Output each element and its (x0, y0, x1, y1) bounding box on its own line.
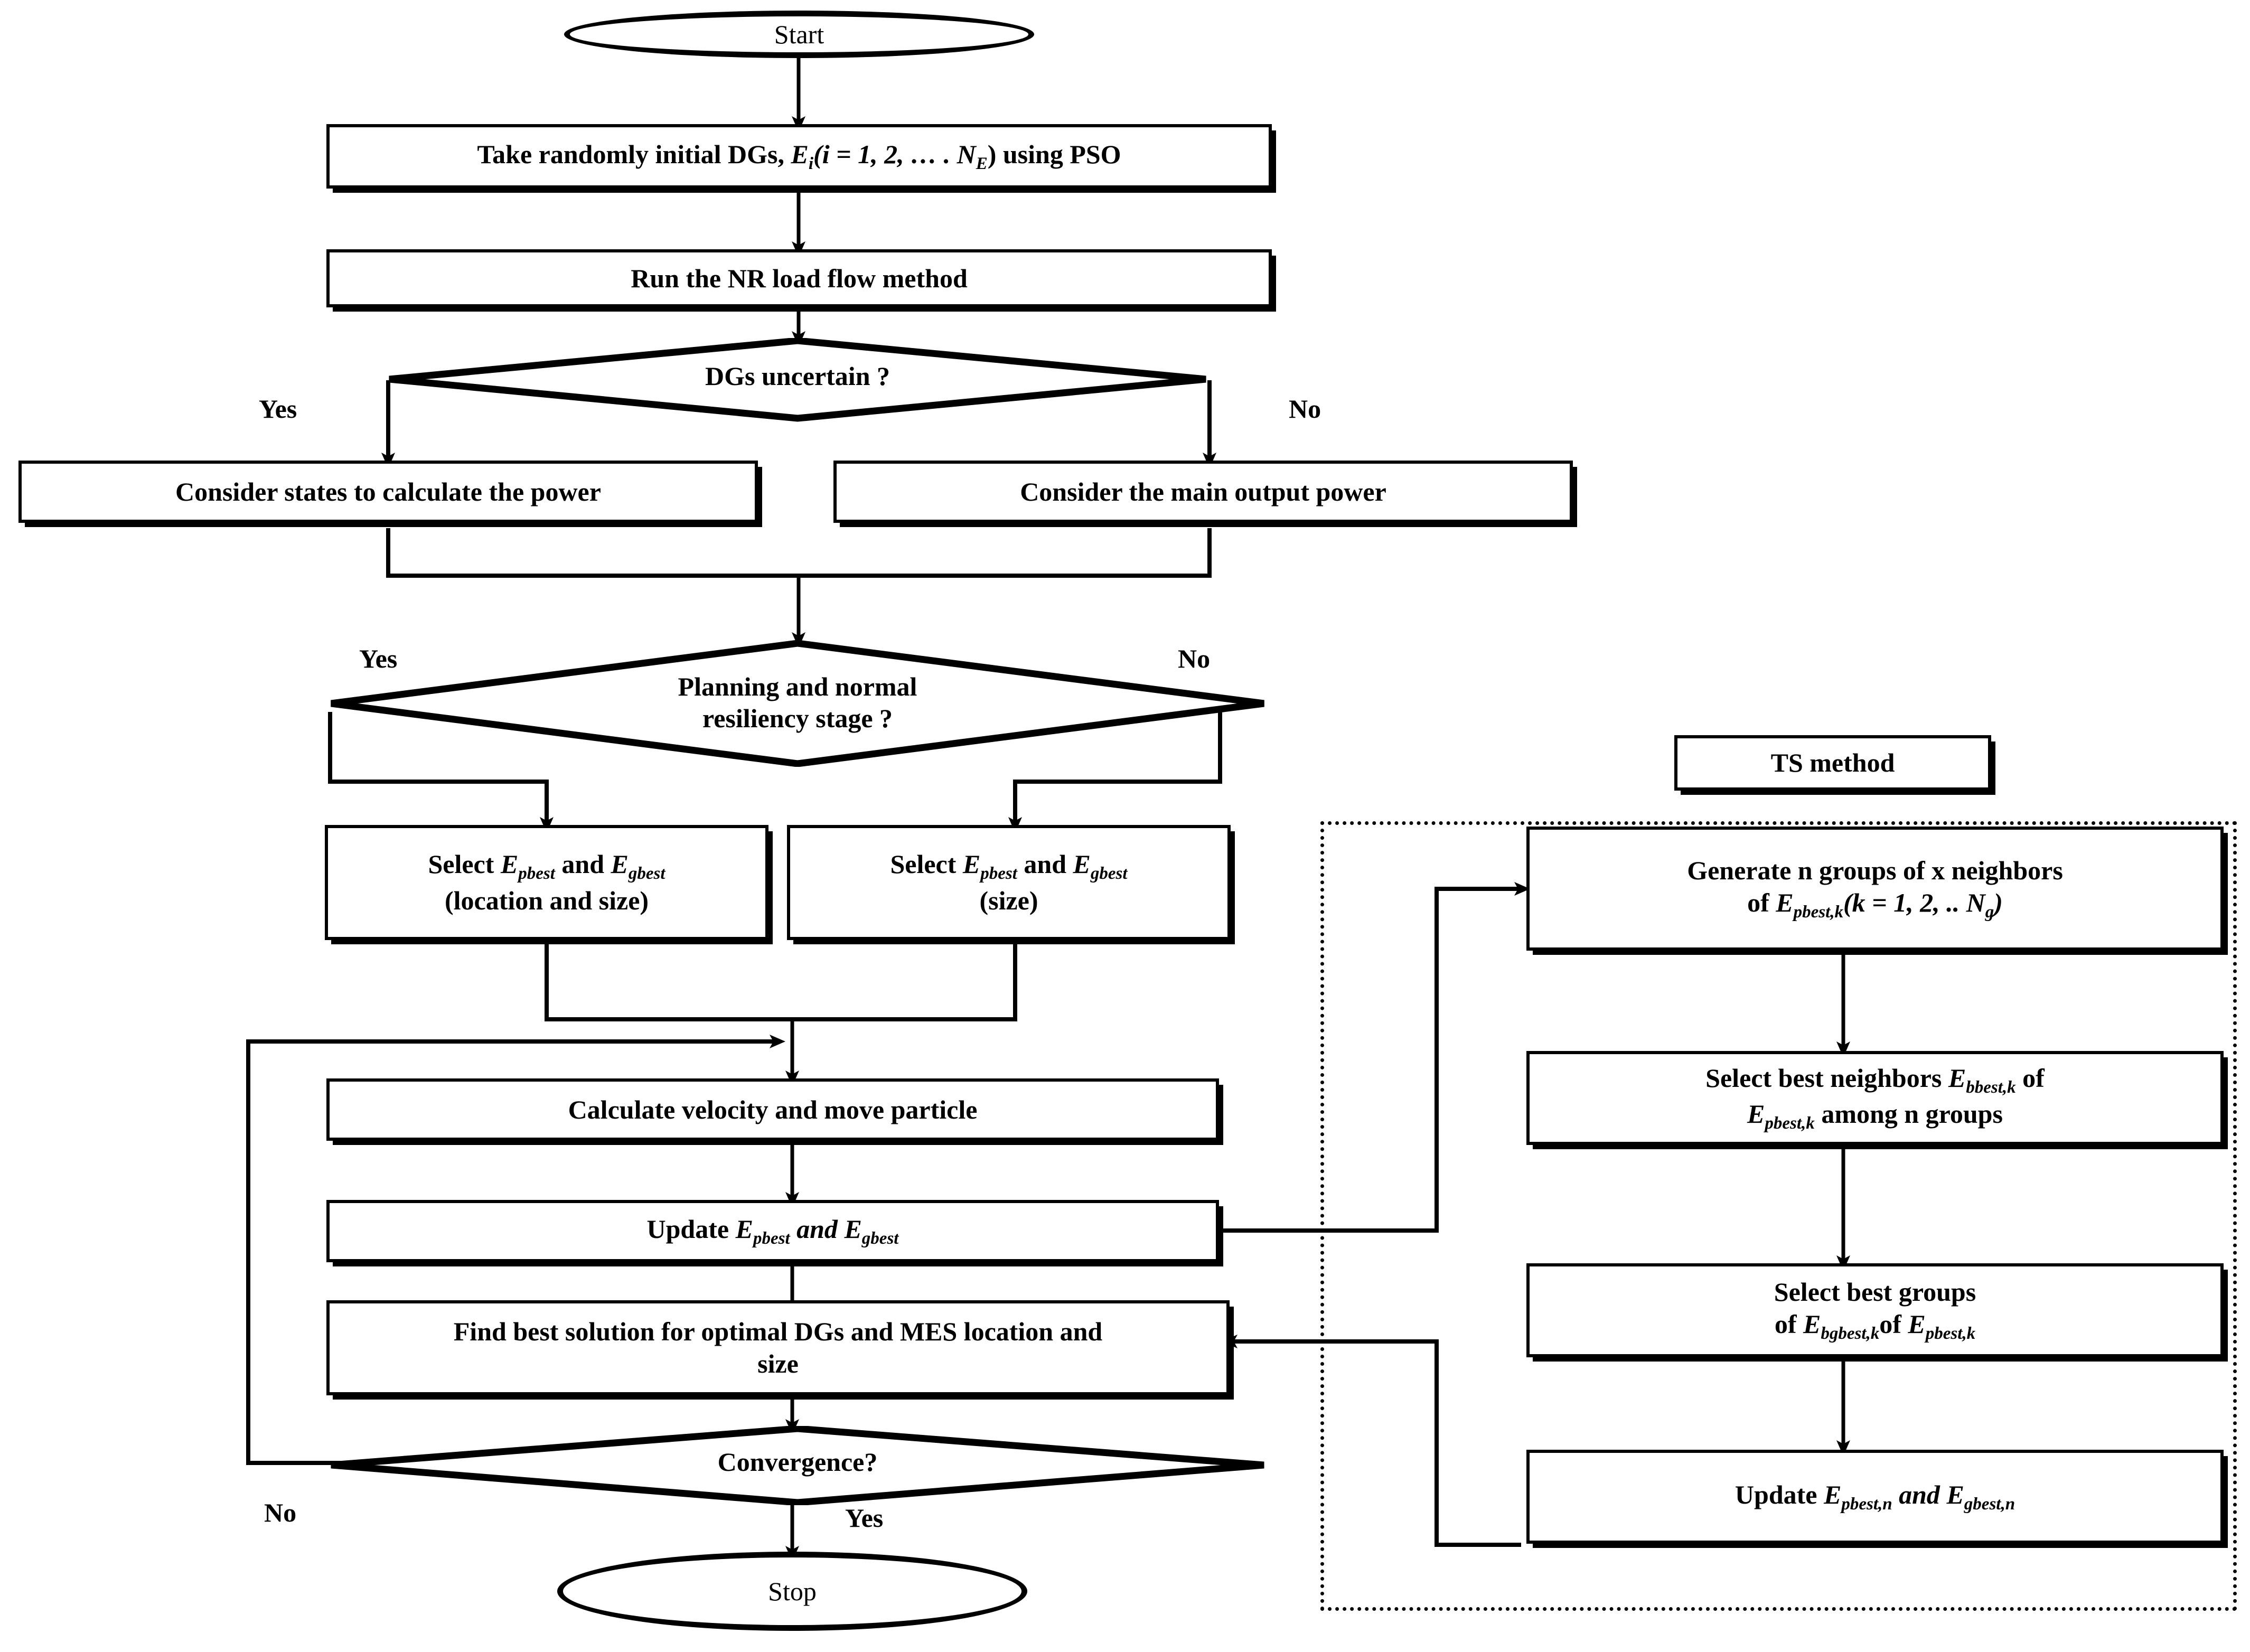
edge-label-uncertain-no: No (1289, 394, 1321, 424)
update-pbest-gbest-box: Update Epbest and Egbest (326, 1200, 1219, 1262)
select-size-line1: Select Epbest and Egbest (890, 849, 1128, 884)
find-best-solution-box: Find best solution for optimal DGs and M… (326, 1300, 1230, 1395)
consider-main-output-box: Consider the main output power (833, 461, 1573, 523)
start-label: Start (774, 19, 824, 49)
convergence-decision: Convergence? (327, 1426, 1268, 1505)
ts-groups-line1: Select best groups (1774, 1277, 1976, 1307)
run-nr-label: Run the NR load flow method (631, 263, 968, 293)
start-terminator: Start (564, 11, 1034, 58)
ts-generate-line1: Generate n groups of x neighbors (1687, 855, 2063, 885)
init-sub: i (808, 154, 814, 173)
init-var: E (791, 139, 809, 169)
init-mid: (i = 1, 2, … . N (813, 139, 976, 169)
ts-select-best-neighbors-box: Select best neighbors Ebbest,k of Epbest… (1526, 1051, 2224, 1145)
select-location-line1: Select Epbest and Egbest (428, 849, 665, 884)
ts-method-title-box: TS method (1674, 735, 1991, 791)
stop-terminator: Stop (557, 1552, 1027, 1631)
init-post: ) using PSO (987, 139, 1121, 169)
run-nr-load-flow-box: Run the NR load flow method (326, 249, 1272, 307)
calculate-velocity-label: Calculate velocity and move particle (568, 1094, 978, 1124)
take-initial-dgs-label: Take randomly initial DGs, Ei(i = 1, 2, … (477, 138, 1121, 174)
dgs-uncertain-decision: DGs uncertain ? (386, 338, 1210, 423)
ts-generate-neighbors-box: Generate n groups of x neighbors of Epbe… (1526, 827, 2224, 951)
ts-method-dotted-container (1320, 821, 2237, 1611)
edge-label-uncertain-yes: Yes (259, 394, 297, 424)
edge-label-convergence-no: No (264, 1498, 297, 1527)
find-best-line1: Find best solution for optimal DGs and M… (453, 1317, 1103, 1346)
take-initial-dgs-box: Take randomly initial DGs, Ei(i = 1, 2, … (326, 124, 1272, 189)
ts-generate-line2: of Epbest,k(k = 1, 2, .. Ng) (1747, 887, 2003, 922)
ts-update-label: Update Epbest,n and Egbest,n (1735, 1479, 2015, 1514)
edge-label-planning-yes: Yes (359, 644, 398, 673)
ts-neighbors-line1: Select best neighbors Ebbest,k of (1705, 1063, 2045, 1097)
find-best-line2: size (757, 1349, 799, 1378)
consider-states-label: Consider states to calculate the power (175, 476, 601, 506)
ts-groups-line2: of Ebgbest,kof Epbest,k (1774, 1309, 1976, 1344)
init-sub2: E (976, 154, 988, 173)
consider-states-box: Consider states to calculate the power (18, 461, 758, 523)
select-location-line2: (location and size) (444, 885, 649, 915)
ts-neighbors-line2: Epbest,k among n groups (1747, 1099, 2003, 1133)
select-size-line2: (size) (979, 885, 1038, 915)
select-pbest-gbest-size-box: Select Epbest and Egbest (size) (787, 825, 1231, 940)
calculate-velocity-box: Calculate velocity and move particle (326, 1078, 1219, 1141)
stop-label: Stop (768, 1576, 817, 1606)
consider-main-output-label: Consider the main output power (1020, 476, 1386, 506)
select-pbest-gbest-location-box: Select Epbest and Egbest (location and s… (325, 825, 768, 940)
edge-label-planning-no: No (1178, 644, 1211, 673)
edge-label-convergence-yes: Yes (845, 1503, 884, 1533)
ts-method-label: TS method (1770, 748, 1895, 777)
ts-select-best-groups-box: Select best groups of Ebgbest,kof Epbest… (1526, 1263, 2224, 1357)
ts-update-pbest-gbest-box: Update Epbest,n and Egbest,n (1526, 1450, 2224, 1544)
init-pre: Take randomly initial DGs, (477, 139, 791, 169)
planning-stage-decision: Planning and normal resiliency stage ? (327, 640, 1268, 767)
update-pbest-gbest-label: Update Epbest and Egbest (646, 1214, 899, 1248)
